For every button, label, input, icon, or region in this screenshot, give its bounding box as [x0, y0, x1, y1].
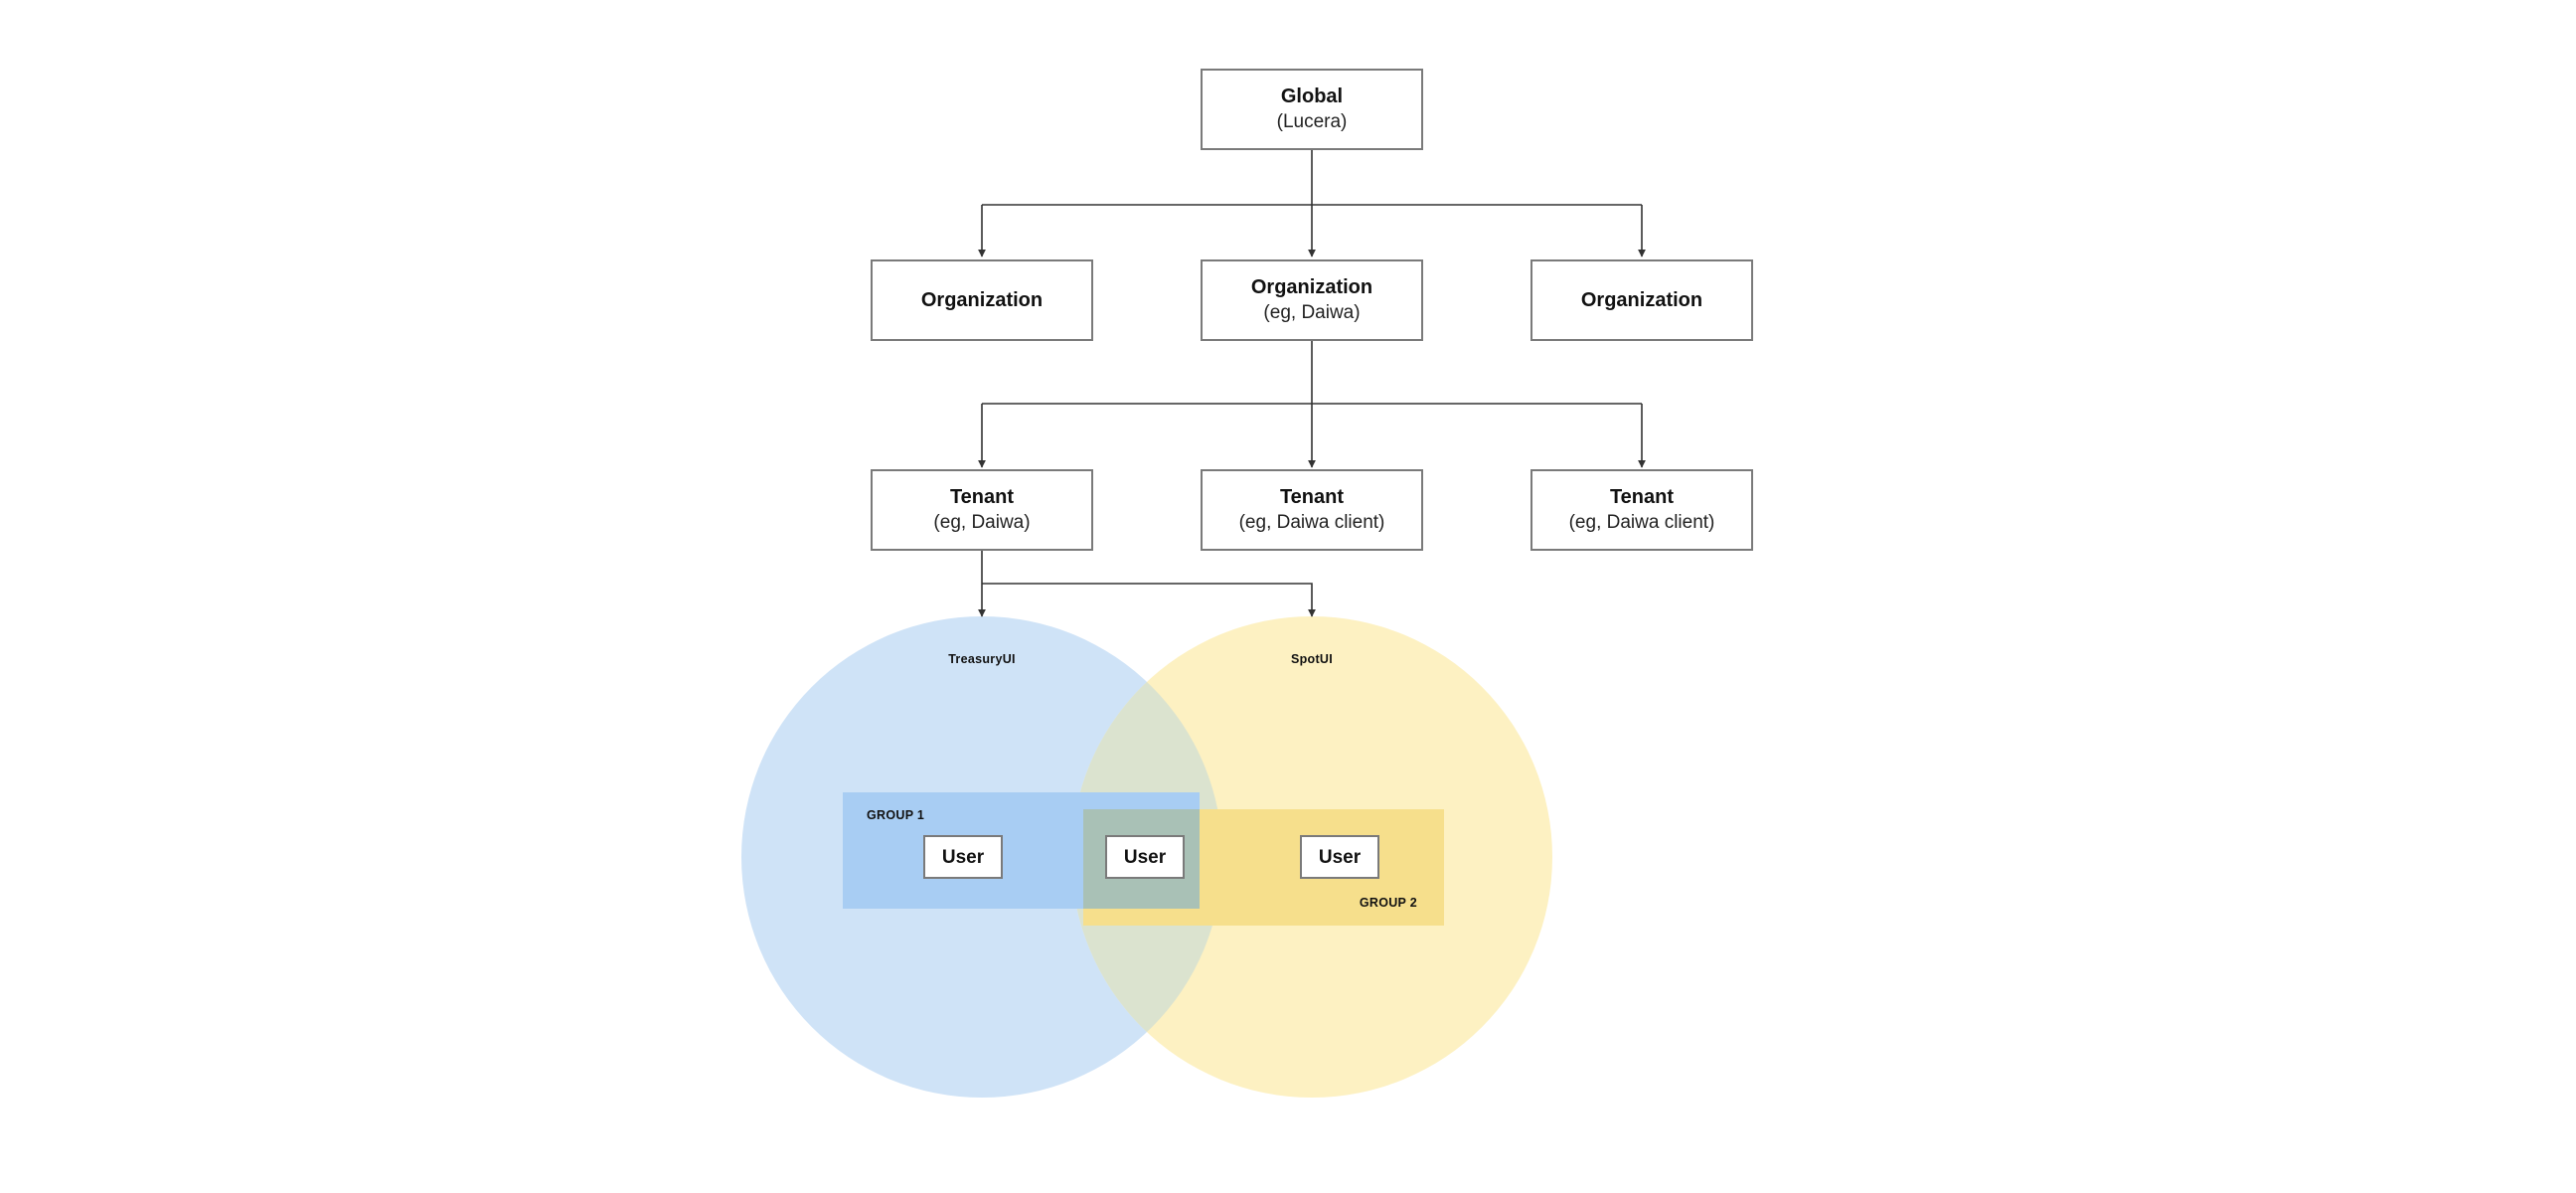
tenant-node-right: Tenant (eg, Daiwa client): [1530, 469, 1753, 551]
tenant-node-center: Tenant (eg, Daiwa client): [1201, 469, 1423, 551]
global-title: Global: [1281, 85, 1343, 107]
organization-node-left: Organization: [871, 259, 1093, 341]
tenant-title: Tenant: [1610, 486, 1674, 508]
organization-subtitle: (eg, Daiwa): [1263, 302, 1360, 323]
tenant-subtitle: (eg, Daiwa client): [1569, 512, 1715, 533]
user-label: User: [942, 847, 985, 868]
spot-ui-label: SpotUI: [1291, 652, 1333, 666]
tenant-title: Tenant: [950, 486, 1014, 508]
global-node: Global (Lucera): [1201, 69, 1423, 150]
tenant-title: Tenant: [1280, 486, 1344, 508]
group-2-label: GROUP 2: [1360, 896, 1417, 910]
organization-node-right: Organization: [1530, 259, 1753, 341]
treasury-ui-label: TreasuryUI: [948, 652, 1016, 666]
user-node-shared: User: [1105, 835, 1185, 879]
user-label: User: [1124, 847, 1167, 868]
user-label: User: [1319, 847, 1362, 868]
organization-title: Organization: [1251, 276, 1372, 298]
organization-node-center: Organization (eg, Daiwa): [1201, 259, 1423, 341]
user-node-group-2: User: [1300, 835, 1379, 879]
tenant-subtitle: (eg, Daiwa): [933, 512, 1030, 533]
group-1-label: GROUP 1: [867, 808, 924, 822]
organization-title: Organization: [921, 289, 1043, 311]
user-node-group-1: User: [923, 835, 1003, 879]
tenant-node-left: Tenant (eg, Daiwa): [871, 469, 1093, 551]
edge-tenant-to-spot: [982, 583, 1316, 617]
organization-title: Organization: [1581, 289, 1702, 311]
global-subtitle: (Lucera): [1277, 111, 1348, 132]
tenant-subtitle: (eg, Daiwa client): [1239, 512, 1385, 533]
